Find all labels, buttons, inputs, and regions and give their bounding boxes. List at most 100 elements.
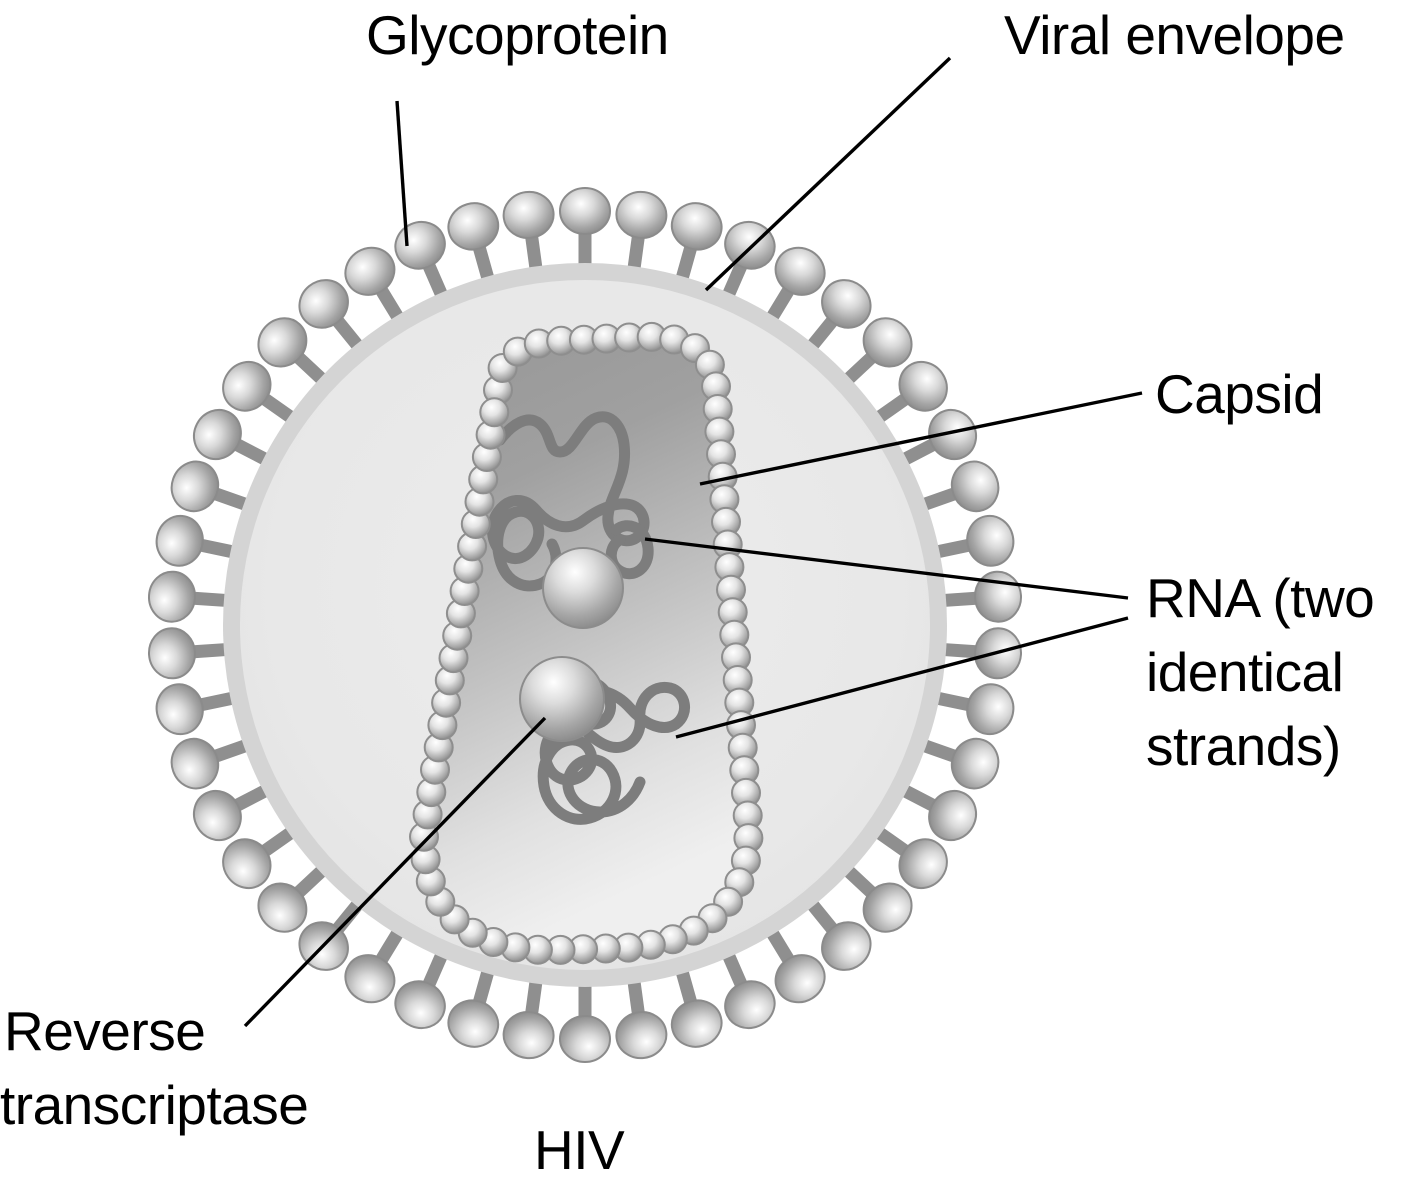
glycoprotein-head xyxy=(821,921,872,971)
glycoprotein-stem xyxy=(674,239,698,289)
glycoprotein-head xyxy=(257,882,308,933)
glycoprotein-stem xyxy=(207,737,257,764)
glycoprotein-stem xyxy=(192,690,243,712)
glycoprotein-head xyxy=(147,570,197,623)
glycoprotein-stem xyxy=(228,782,276,813)
glycoprotein-stem xyxy=(185,591,237,608)
glycoprotein-head xyxy=(192,408,242,461)
glycoprotein-head xyxy=(344,954,396,1004)
glycoprotein-stem xyxy=(290,349,332,389)
label-reverse-transcriptase-line-2: transcriptase xyxy=(0,1074,309,1136)
glycoprotein-head xyxy=(147,627,197,680)
glycoprotein-head xyxy=(344,246,396,296)
label-reverse-transcriptase-line-1: Reverse xyxy=(4,1000,206,1062)
glycoprotein-stem xyxy=(763,281,797,328)
glycoprotein-stem xyxy=(421,945,450,993)
glycoprotein-stem xyxy=(421,257,450,305)
glycoprotein-head xyxy=(170,737,220,790)
glycoprotein-head xyxy=(447,202,500,251)
leader-lines xyxy=(243,56,1143,1028)
label-viral-envelope: Viral envelope xyxy=(1004,4,1345,66)
glycoprotein-stem xyxy=(627,971,646,1022)
figure-caption-hiv: HIV xyxy=(534,1119,625,1181)
glycoprotein-stem xyxy=(373,281,407,328)
glycoprotein-stem xyxy=(290,861,332,901)
glycoprotein-stem xyxy=(838,861,880,901)
glycoprotein-head xyxy=(222,360,272,412)
glycoprotein-head xyxy=(155,683,204,736)
glycoprotein-head xyxy=(394,980,446,1030)
glycoprotein-head xyxy=(724,980,776,1030)
glycoprotein-stem xyxy=(803,894,841,938)
glycoprotein-head xyxy=(898,360,948,412)
glycoprotein-stem xyxy=(927,538,978,560)
leader-rna-upper xyxy=(644,537,1129,600)
glycoprotein-head xyxy=(222,838,272,890)
reverse-transcriptase-sphere-upper xyxy=(542,547,624,629)
glycoprotein-head xyxy=(615,190,668,239)
glycoprotein-stem xyxy=(524,971,543,1022)
glycoprotein-stem xyxy=(927,690,978,712)
glycoprotein-head xyxy=(502,190,555,239)
leader-glycoprotein xyxy=(395,100,409,247)
glycoprotein-head xyxy=(615,1011,668,1060)
glycoprotein-stem xyxy=(674,961,698,1011)
glycoprotein-stem xyxy=(933,642,985,659)
label-glycoprotein: Glycoprotein xyxy=(366,4,669,66)
glycoprotein-head xyxy=(559,1015,611,1063)
glycoprotein-head xyxy=(257,317,308,368)
glycoprotein-stem xyxy=(913,737,963,764)
glycoprotein-stem xyxy=(720,945,749,993)
glycoprotein-stem xyxy=(373,922,407,969)
leader-capsid xyxy=(699,391,1143,486)
glycoprotein-head xyxy=(155,514,204,567)
glycoprotein-head xyxy=(928,408,978,461)
glycoprotein-head xyxy=(950,460,1000,513)
glycoprotein-head xyxy=(192,789,242,842)
label-rna-line-1: RNA (two xyxy=(1146,567,1375,629)
label-rna-line-2: identical xyxy=(1146,641,1344,703)
glycoprotein-stem xyxy=(894,437,942,468)
glycoprotein-head xyxy=(670,999,723,1048)
glycoprotein-stem xyxy=(472,961,496,1011)
glycoprotein-stem xyxy=(329,312,367,356)
label-rna-line-3: strands) xyxy=(1146,715,1341,777)
glycoprotein-stem xyxy=(627,228,646,279)
label-capsid: Capsid xyxy=(1155,363,1324,425)
glycoprotein-head xyxy=(966,683,1015,736)
glycoprotein-head xyxy=(898,838,948,890)
glycoprotein-stem xyxy=(933,591,985,608)
capsid-bead xyxy=(479,397,510,428)
glycoprotein-head xyxy=(502,1011,555,1060)
glycoprotein-spike-ring xyxy=(147,187,1023,1063)
rna-strand-mid xyxy=(605,520,654,580)
glycoprotein-head xyxy=(966,514,1015,567)
glycoprotein-stem xyxy=(256,391,301,427)
glycoprotein-head xyxy=(724,220,776,270)
glycoprotein-head xyxy=(973,570,1023,623)
leader-rna-lower xyxy=(675,616,1129,739)
glycoprotein-stem xyxy=(913,486,963,513)
glycoprotein-head xyxy=(447,999,500,1048)
glycoprotein-stem xyxy=(838,349,880,389)
glycoprotein-stem xyxy=(803,312,841,356)
glycoprotein-head xyxy=(774,954,826,1004)
glycoprotein-stem xyxy=(228,437,276,468)
glycoprotein-stem xyxy=(524,228,543,279)
glycoprotein-stem xyxy=(207,486,257,513)
glycoprotein-head xyxy=(394,220,446,270)
glycoprotein-head xyxy=(774,246,826,296)
glycoprotein-head xyxy=(298,279,349,329)
glycoprotein-stem xyxy=(185,642,237,659)
glycoprotein-head xyxy=(670,202,723,251)
glycoprotein-stem xyxy=(472,239,496,289)
glycoprotein-head xyxy=(559,187,611,235)
glycoprotein-head xyxy=(170,460,220,513)
glycoprotein-stem xyxy=(869,823,914,859)
glycoprotein-stem xyxy=(256,823,301,859)
leader-viral-envelope xyxy=(704,56,952,292)
glycoprotein-head xyxy=(821,279,872,329)
glycoprotein-stem xyxy=(894,782,942,813)
